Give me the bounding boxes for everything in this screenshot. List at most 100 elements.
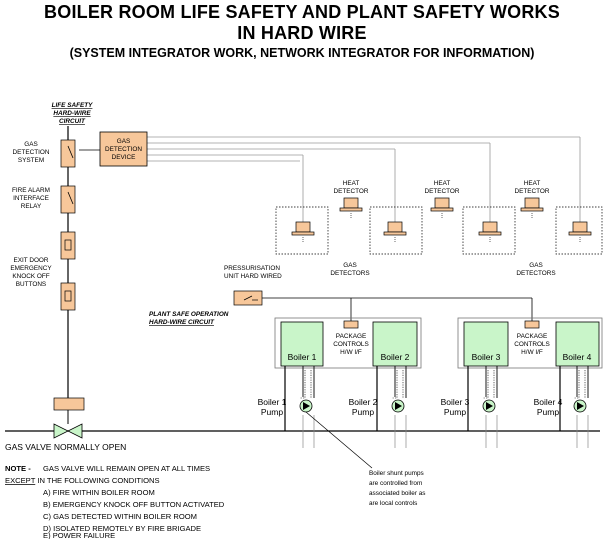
boiler-3: Boiler 3 (463, 321, 509, 367)
pump-loop-2 (391, 366, 407, 448)
boiler-enclosures (274, 317, 603, 369)
shunt-note-line-4: are local controls (369, 500, 417, 507)
life-safety-line-3: CIRCUIT (59, 118, 86, 125)
page-title: BOILER ROOM LIFE SAFETY AND PLANT SAFETY… (0, 2, 604, 44)
note-item-b: B) EMERGENCY KNOCK OFF BUTTON ACTIVATED (43, 500, 225, 509)
title-block: BOILER ROOM LIFE SAFETY AND PLANT SAFETY… (0, 2, 604, 61)
gas-detector-box-2 (369, 206, 423, 255)
shunt-note: Boiler shunt pumps are controlled from a… (369, 470, 425, 507)
valve-actuator (53, 397, 85, 411)
title-line-1: BOILER ROOM LIFE SAFETY AND PLANT SAFETY… (44, 2, 560, 22)
gas-detection-system-label-2: DETECTION (13, 149, 50, 156)
shunt-note-leader (305, 411, 373, 469)
gas-detector-devices (291, 221, 592, 243)
pump-3-label-1: Boiler 3 (441, 397, 470, 407)
grey-wires (147, 136, 581, 222)
pressurisation-label-1: PRESSURISATION (224, 265, 280, 272)
gas-detector-box-3 (462, 206, 516, 255)
gas-detector-4 (568, 221, 592, 243)
boiler-3-label: Boiler 3 (472, 352, 501, 362)
heat-detector-3-label-2: DETECTOR (514, 188, 549, 195)
title-line-1b: IN HARD WIRE (237, 23, 367, 43)
left-labels: GAS DETECTION SYSTEM FIRE ALARM INTERFAC… (10, 141, 52, 288)
note-line-2: IN THE FOLLOWING CONDITIONS (35, 476, 159, 485)
pump-4-label-2: Pump (537, 407, 559, 417)
package-controls-2-label-1: PACKAGE (517, 333, 547, 340)
boiler-4: Boiler 4 (555, 321, 600, 367)
switch-exit-door-1 (60, 231, 76, 260)
pump-4-label-1: Boiler 4 (534, 397, 563, 407)
gas-detection-system-label-3: SYSTEM (18, 157, 44, 164)
valve-body-left (53, 423, 69, 439)
note-block: NOTE - GAS VALVE WILL REMAIN OPEN AT ALL… (5, 464, 225, 539)
pump-loop-3 (482, 366, 498, 448)
boiler-connections (284, 366, 561, 431)
heat-detector-1-label-1: HEAT (343, 180, 360, 187)
heat-detector-3-label-1: HEAT (524, 180, 541, 187)
package-controls-2-label-3: H/W I/F (521, 349, 543, 356)
exit-door-label-4: BUTTONS (16, 281, 46, 288)
gas-detectors-1-label-1: GAS (343, 262, 357, 269)
shunt-note-line-3: associated boiler as (369, 490, 425, 497)
gas-valve-label: GAS VALVE NORMALLY OPEN (5, 442, 126, 452)
pump-labels: Boiler 1 Pump Boiler 2 Pump Boiler 3 Pum… (258, 397, 563, 417)
life-safety-line-1: LIFE SAFETY (52, 102, 94, 109)
valve-body-right (67, 423, 83, 439)
heat-detector-1-label-2: DETECTOR (333, 188, 368, 195)
switch-gas-detection (60, 139, 76, 168)
pressurisation-label: PRESSURISATION UNIT HARD WIRED (224, 265, 282, 280)
boiler-enclosure-right (457, 317, 603, 369)
pump-3-label-2: Pump (444, 407, 466, 417)
heat-detector-1: HEAT DETECTOR (333, 180, 369, 219)
exit-door-label-3: KNOCK OFF (12, 273, 49, 280)
gas-detector-box-4 (555, 206, 603, 255)
boilers: Boiler 1 Boiler 2 Boiler 3 Boiler 4 (280, 321, 600, 367)
switch-exit-door-2 (60, 282, 76, 311)
pump-2-label-2: Pump (352, 407, 374, 417)
gas-valve: GAS VALVE NORMALLY OPEN (5, 397, 126, 452)
gas-detectors-2-label-2: DETECTORS (516, 270, 555, 277)
pump-loop-4 (573, 366, 589, 448)
note-line-1: GAS VALVE WILL REMAIN OPEN AT ALL TIMES (43, 464, 210, 473)
boiler-1: Boiler 1 (280, 321, 324, 367)
gas-device-label-3: DEVICE (112, 154, 136, 161)
gas-detector-1 (291, 221, 315, 243)
pressurisation-unit (233, 290, 263, 306)
plant-safe-label-1: PLANT SAFE OPERATION (149, 311, 229, 318)
life-safety-label: LIFE SAFETY HARD-WIRE CIRCUIT (52, 102, 94, 125)
boiler-4-label: Boiler 4 (563, 352, 592, 362)
pump-2-label-1: Boiler 2 (349, 397, 378, 407)
package-controls-box-2 (524, 320, 540, 329)
note-except-line: EXCEPT IN THE FOLLOWING CONDITIONS (5, 476, 160, 485)
gas-detection-system-label-1: GAS (24, 141, 38, 148)
note-except: EXCEPT (5, 476, 36, 485)
shunt-note-line-2: are controlled from (369, 480, 422, 487)
package-controls-2-label-2: CONTROLS (514, 341, 550, 348)
heat-detector-2-label-1: HEAT (434, 180, 451, 187)
gas-detection-device: GAS DETECTION DEVICE (99, 131, 148, 167)
package-controls: PACKAGE CONTROLS H/W I/F PACKAGE CONTROL… (333, 320, 550, 356)
pump-loops (299, 366, 589, 448)
boiler-2: Boiler 2 (372, 321, 418, 367)
plant-safe-wires (262, 297, 533, 321)
note-head: NOTE - (5, 464, 31, 473)
gas-detectors-labels: GAS DETECTORS GAS DETECTORS (330, 262, 555, 277)
boiler-enclosure-left (274, 317, 422, 369)
heat-detector-2: HEAT DETECTOR (424, 180, 460, 219)
plant-safe-label: PLANT SAFE OPERATION HARD-WIRE CIRCUIT (149, 311, 229, 326)
gas-device-label-2: DETECTION (105, 146, 142, 153)
gas-device-label-1: GAS (117, 138, 131, 145)
exit-door-label-1: EXIT DOOR (13, 257, 48, 264)
note-item-e: E) POWER FAILURE (43, 531, 115, 539)
page-subtitle: (SYSTEM INTEGRATOR WORK, NETWORK INTEGRA… (69, 46, 535, 60)
pump-1-label-1: Boiler 1 (258, 397, 287, 407)
gas-detectors-2-label-1: GAS (529, 262, 543, 269)
note-item-d: D) ISOLATED REMOTELY BY FIRE BRIGADE (43, 524, 201, 533)
heat-detector-2-label-2: DETECTOR (424, 188, 459, 195)
package-controls-1-label-1: PACKAGE (336, 333, 366, 340)
shunt-note-line-1: Boiler shunt pumps (369, 470, 424, 477)
fire-alarm-label-2: INTERFACE (13, 195, 49, 202)
pressurisation-label-2: UNIT HARD WIRED (224, 273, 282, 280)
gas-detector-2 (383, 221, 407, 243)
